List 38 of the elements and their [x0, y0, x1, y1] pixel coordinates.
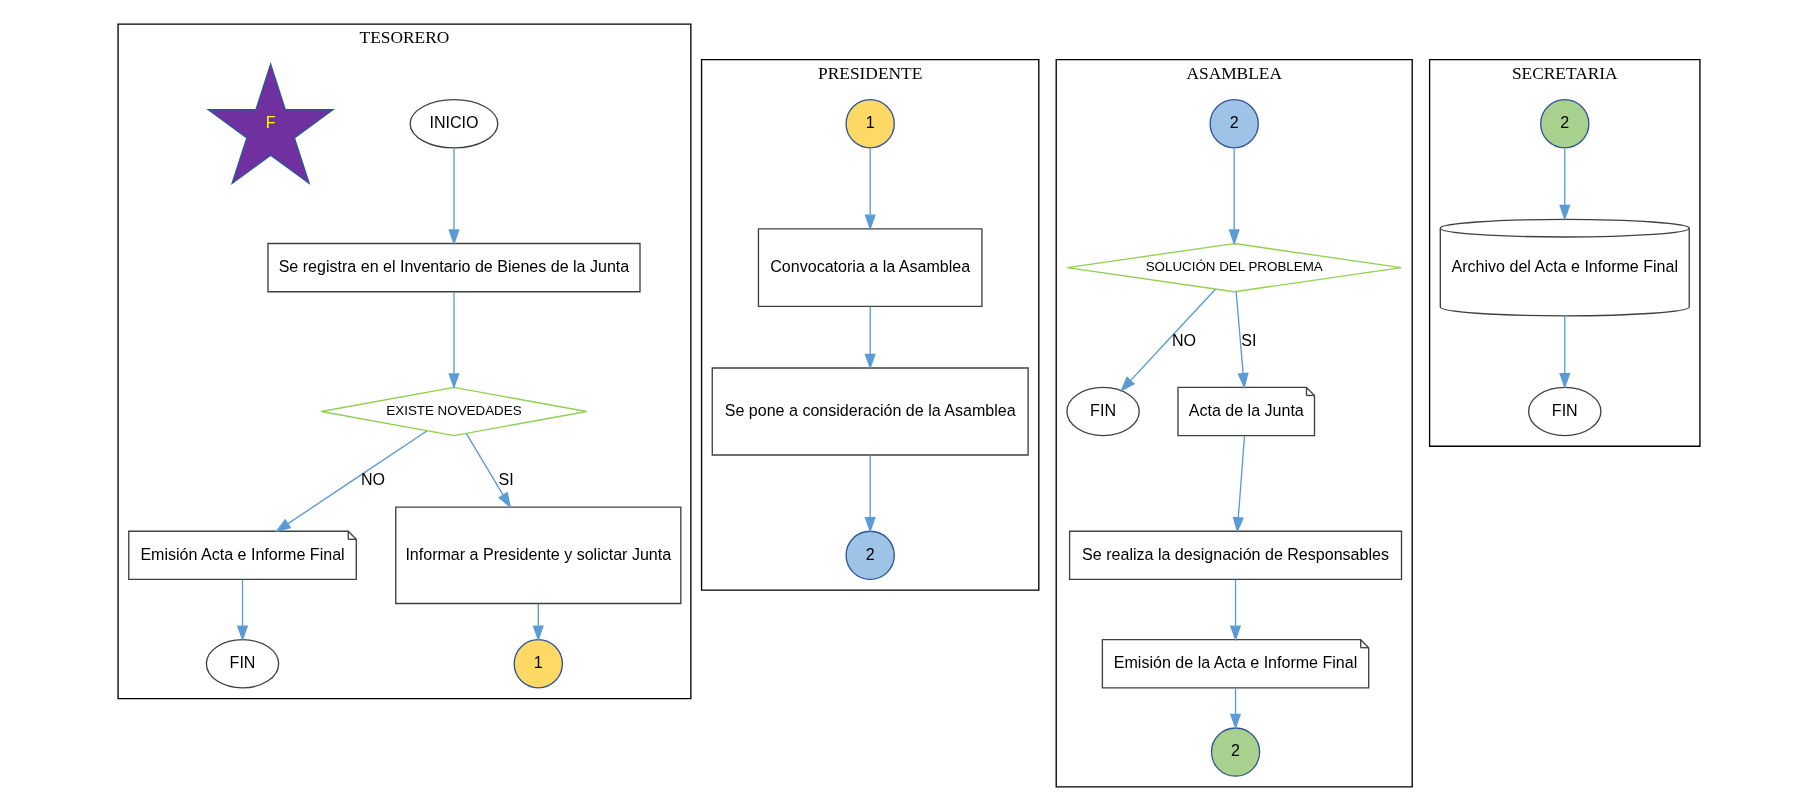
edge-label: SI — [498, 470, 514, 489]
arrow — [1119, 288, 1216, 392]
node-ellipse: FIN — [1065, 386, 1140, 437]
node-circle: 2 — [844, 530, 895, 581]
arrow — [465, 433, 511, 509]
node-ellipse: FIN — [205, 639, 279, 689]
node-ellipse: INICIO — [408, 99, 498, 149]
arrow — [1558, 315, 1570, 390]
arrow — [864, 147, 876, 231]
arrow — [1558, 147, 1570, 221]
arrow — [447, 291, 460, 390]
arrow — [1235, 290, 1249, 390]
arrow — [1228, 147, 1240, 246]
node-box: Se registra en el Inventario de Bienes de la Junta — [266, 242, 641, 293]
node-diamond: EXISTE NOVEDADES — [320, 386, 587, 437]
node-ellipse: FIN — [1527, 386, 1602, 437]
arrow — [1229, 578, 1241, 642]
node-diamond: SOLUCIÓN DEL PROBLEMA — [1066, 242, 1402, 293]
node-circle: 2 — [1208, 99, 1259, 149]
node-circle: 1 — [844, 99, 895, 149]
edge-label: NO — [1171, 331, 1196, 350]
node-box: Se realiza la designación de Responsables — [1068, 530, 1402, 581]
arrow — [1232, 435, 1245, 534]
arrow — [864, 306, 876, 370]
node-box: Informar a Presidente y solictar Junta — [394, 506, 681, 605]
node-circle: 2 — [1539, 99, 1590, 149]
arrow — [274, 430, 427, 533]
arrow — [1229, 687, 1241, 730]
arrow — [864, 454, 876, 533]
node-circle: 1 — [513, 639, 563, 689]
node-circle: 2 — [1210, 727, 1260, 777]
edge-label: SI — [1240, 331, 1257, 350]
node-box: Se pone a consideración de la Asamblea — [711, 367, 1029, 456]
arrow — [236, 578, 248, 642]
arrow — [447, 147, 460, 246]
node-box: Convocatoria a la Asamblea — [757, 228, 983, 308]
arrow — [532, 603, 544, 642]
edge-label: NO — [360, 470, 385, 489]
